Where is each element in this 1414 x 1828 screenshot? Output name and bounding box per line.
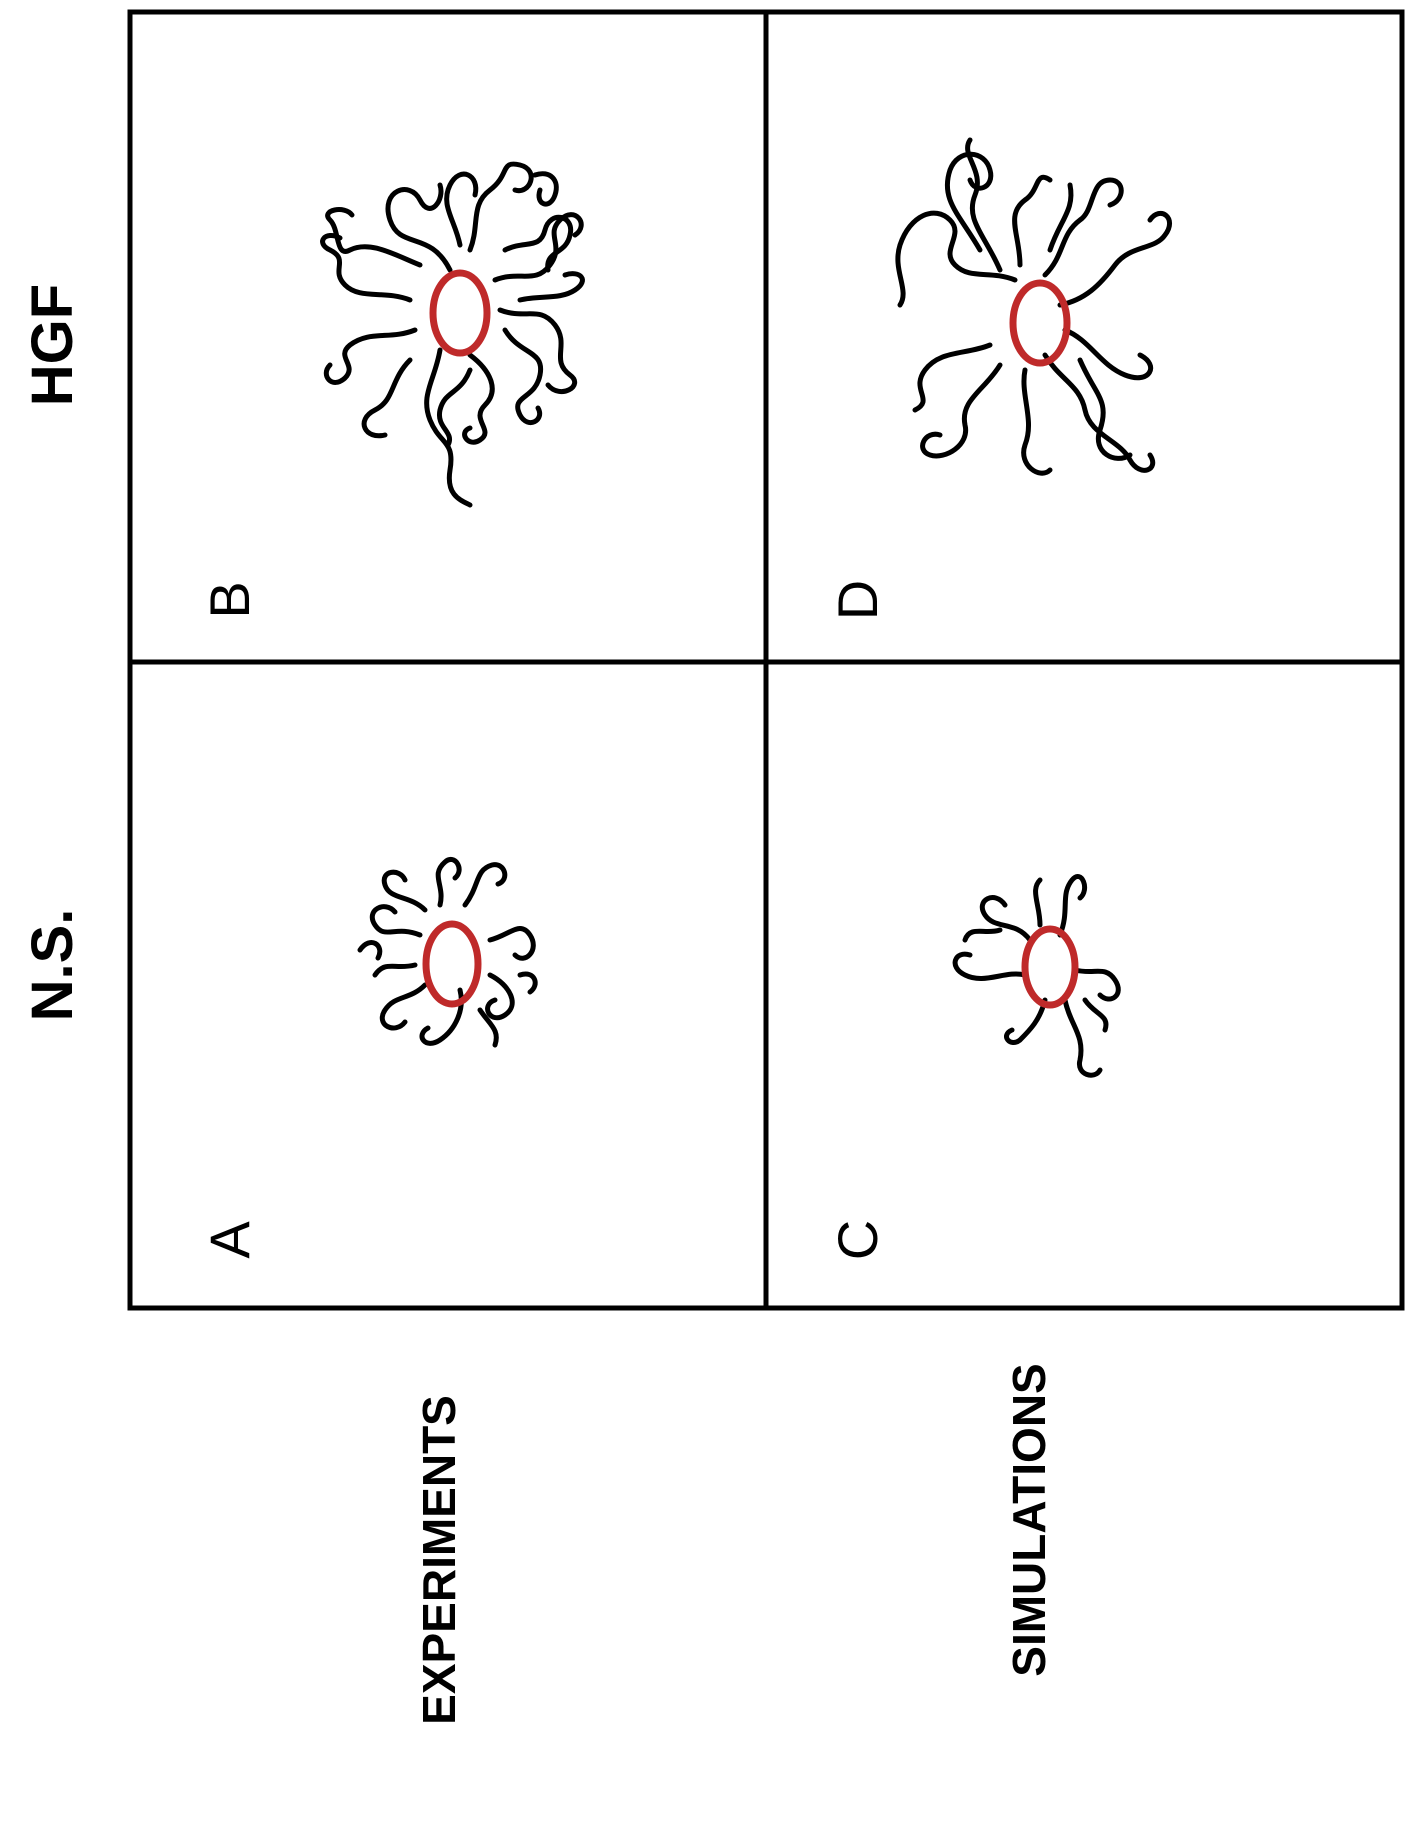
panel-letter-c: C bbox=[826, 1220, 889, 1260]
panel-letter-b: B bbox=[198, 581, 261, 618]
column-label-simulations: SIMULATIONS bbox=[1003, 1363, 1055, 1676]
panel-b-tracks bbox=[323, 164, 583, 505]
row-label-hgf: HGF bbox=[20, 284, 85, 406]
panel-a-tracks bbox=[360, 859, 535, 1045]
panel-letter-a: A bbox=[198, 1221, 261, 1259]
panel-c-spheroid bbox=[1025, 929, 1075, 1005]
column-label-experiments: EXPERIMENTS bbox=[413, 1395, 465, 1725]
panel-a-spheroid bbox=[426, 924, 478, 1004]
panel-grid bbox=[130, 12, 1402, 1308]
panel-letter-d: D bbox=[826, 580, 889, 620]
panel-c-tracks bbox=[955, 876, 1118, 1075]
panel-b-spheroid bbox=[433, 273, 487, 353]
panel-d-spheroid bbox=[1013, 283, 1067, 363]
row-label-ns: N.S. bbox=[20, 909, 85, 1022]
panel-d-tracks bbox=[898, 140, 1170, 473]
